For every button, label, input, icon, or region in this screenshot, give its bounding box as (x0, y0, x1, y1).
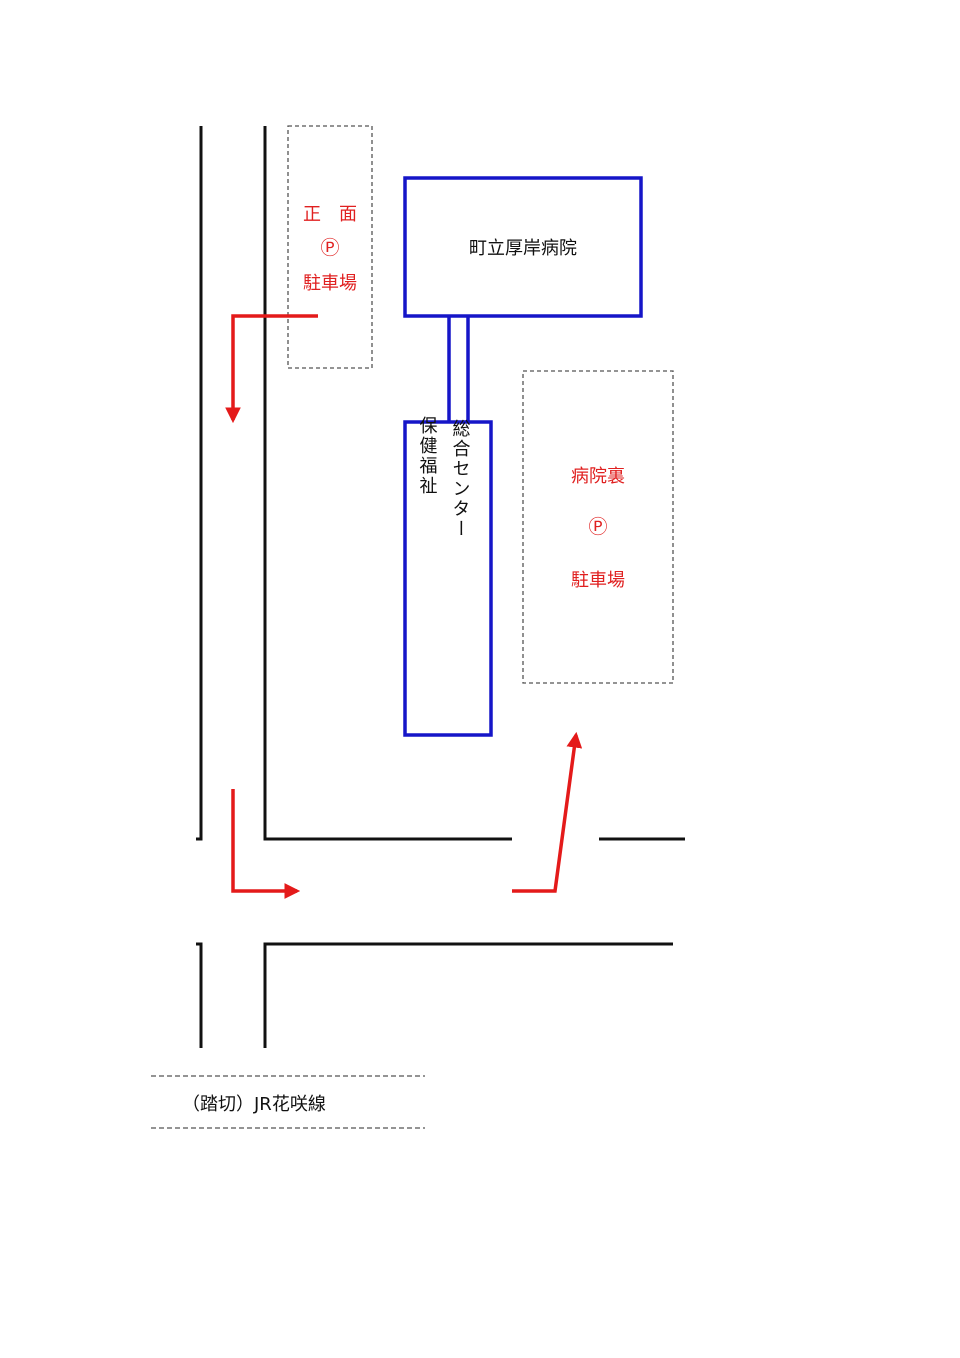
back-parking-label-1: 病院裏 (571, 466, 625, 487)
road-left-edge-south (196, 942, 203, 1048)
front-parking-label-3: 駐車場 (303, 273, 357, 294)
back-parking-symbol: Ⓟ (588, 516, 607, 538)
connecting-corridor (447, 316, 470, 422)
road-inner-edge-south (263, 942, 673, 1048)
hospital-label: 町立厚岸病院 (469, 238, 577, 259)
railway-lines (151, 1075, 425, 1129)
health-center-building (403, 420, 493, 737)
route-arrows (225, 314, 583, 899)
front-parking-area (287, 125, 373, 369)
front-parking-label-1: 正 面 (303, 204, 357, 225)
route-arrow-to-back-parking (512, 731, 583, 893)
health-center-label-left: 保健福祉 (417, 416, 438, 496)
route-arrow-exit-front (225, 314, 318, 424)
health-center-label-right: 総合センター (450, 419, 471, 539)
railway-label: （踏切）JR花咲線 (182, 1094, 326, 1115)
route-arrow-turn-east (231, 789, 301, 899)
hospital-building (403, 176, 643, 318)
road-left-edge-north (196, 126, 203, 841)
back-parking-label-3: 駐車場 (571, 570, 625, 591)
front-parking-symbol: Ⓟ (320, 237, 339, 259)
roads (196, 126, 685, 1048)
road-inner-edge-north (263, 126, 512, 841)
